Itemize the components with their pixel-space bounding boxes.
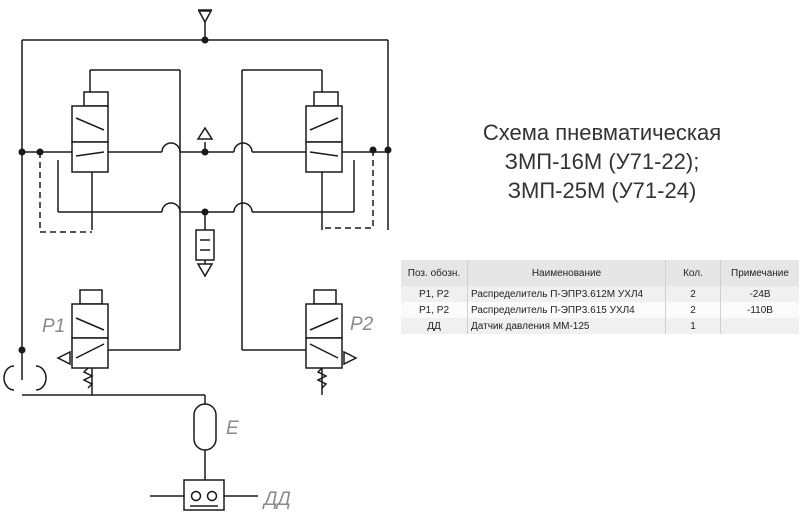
main-pressure-loop bbox=[21, 39, 389, 396]
spec-table: Поз. обозн. Наименование Кол. Примечание… bbox=[401, 260, 799, 334]
pilot-dashed-lines bbox=[39, 150, 374, 233]
junction-dot bbox=[18, 148, 26, 156]
header-pos: Поз. обозн. bbox=[401, 260, 468, 286]
air-receiver-e bbox=[193, 395, 217, 480]
cell-pos: P1, P2 bbox=[401, 286, 468, 302]
diagram-title-line-3: ЗМП-25М (У71-24) bbox=[507, 178, 697, 203]
pneumatic-schematic: P1 P2 E ДД bbox=[3, 9, 392, 511]
valve-upper-left bbox=[71, 69, 181, 350]
header-qty: Кол. bbox=[665, 260, 721, 286]
cell-pos: ДД bbox=[401, 318, 468, 334]
cell-note bbox=[720, 318, 799, 334]
valve-upper-right bbox=[241, 69, 343, 350]
table-row: P1, P2 Распределитель П-ЭПР3.612М УХЛ4 2… bbox=[401, 286, 799, 302]
exhaust-symbol-top bbox=[196, 126, 214, 140]
table-row: P1, P2 Распределитель П-ЭПР3.615 УХЛ4 2 … bbox=[401, 302, 799, 318]
header-name: Наименование bbox=[467, 260, 666, 286]
table-row: ДД Датчик давления ММ-125 1 bbox=[401, 318, 799, 334]
cell-note: -24В bbox=[720, 286, 799, 302]
label-dd: ДД bbox=[262, 489, 291, 510]
header-note: Примечание bbox=[720, 260, 799, 286]
cell-qty: 1 bbox=[665, 318, 721, 334]
cell-qty: 2 bbox=[665, 302, 721, 318]
junction-dot bbox=[201, 208, 209, 216]
valve-p1 bbox=[56, 289, 180, 395]
diagram-title-line-1: Схема пневматическая bbox=[482, 120, 722, 145]
label-p1: P1 bbox=[42, 316, 65, 337]
label-e: E bbox=[226, 418, 239, 439]
label-p2: P2 bbox=[350, 314, 374, 335]
cell-pos: P1, P2 bbox=[401, 302, 468, 318]
valve-p2 bbox=[242, 289, 358, 395]
supply-source-symbol bbox=[197, 9, 213, 24]
lower-connection-lines bbox=[57, 160, 355, 230]
junction-dot bbox=[384, 146, 392, 154]
center-exhaust-silencer bbox=[195, 229, 215, 278]
quick-coupling-symbol bbox=[3, 346, 47, 391]
pressure-sensor-dd bbox=[150, 479, 258, 511]
cell-name: Датчик давления ММ-125 bbox=[467, 318, 666, 334]
cell-name: Распределитель П-ЭПР3.615 УХЛ4 bbox=[467, 302, 666, 318]
junction-dot bbox=[201, 148, 209, 156]
spec-table-header: Поз. обозн. Наименование Кол. Примечание bbox=[401, 260, 799, 286]
diagram-title-line-2: ЗМП-16М (У71-22); bbox=[504, 149, 700, 174]
cell-note: -110В bbox=[720, 302, 799, 318]
cell-qty: 2 bbox=[665, 286, 721, 302]
cell-name: Распределитель П-ЭПР3.612М УХЛ4 bbox=[467, 286, 666, 302]
